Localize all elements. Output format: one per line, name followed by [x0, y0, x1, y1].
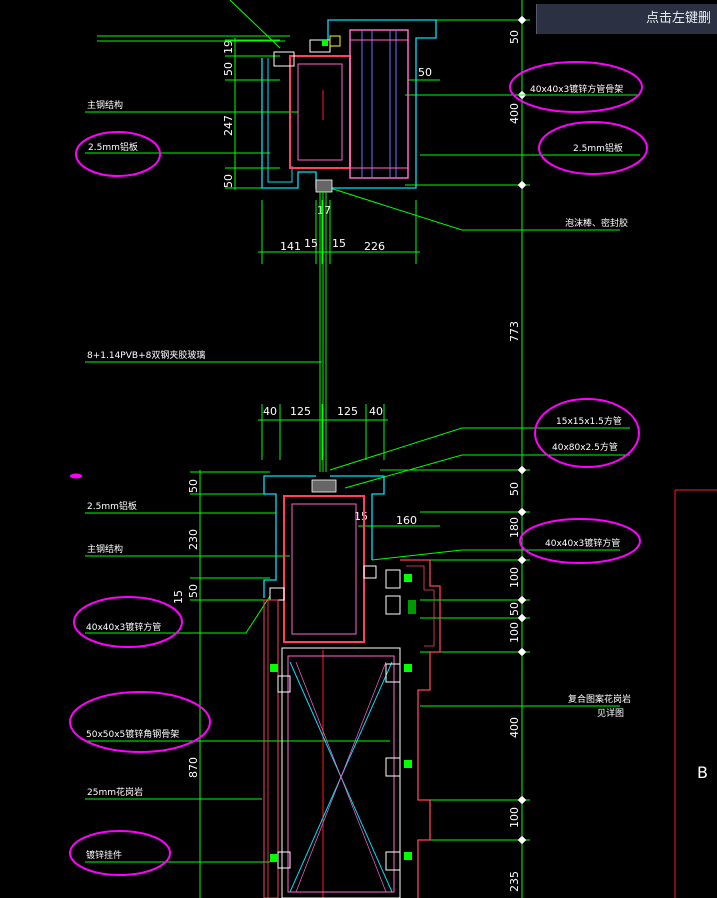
dim-right-235: 235: [508, 871, 521, 892]
dim-top-247: 247: [222, 115, 235, 136]
markup-ellipse-al-panel-top-right[interactable]: [538, 121, 648, 175]
markup-ellipse-fastener[interactable]: [69, 830, 171, 876]
label-glass: 8+1.14PVB+8双钢夹胶玻璃: [87, 349, 205, 361]
label-main-steel-mid: 主钢结构: [87, 543, 123, 555]
dim-right-400: 400: [508, 103, 521, 124]
top-beam-section: [261, 19, 437, 193]
dim-top-15b: 15: [332, 237, 346, 250]
label-main-steel-top: 主钢结构: [87, 99, 123, 111]
dim-low-50b: 50: [187, 584, 200, 598]
lower-al-panel-outline: [263, 475, 316, 598]
dim-mid-40b: 40: [369, 405, 383, 418]
dim-right-50: 50: [508, 30, 521, 44]
dim-mid-125a: 125: [290, 405, 311, 418]
dim-mid-125b: 125: [337, 405, 358, 418]
dim-low-230: 230: [187, 529, 200, 550]
dim-right-50b: 50: [508, 482, 521, 496]
markup-ellipse-al-panel-top-left[interactable]: [75, 131, 161, 177]
right-dimension-chain: [380, 0, 530, 898]
dim-mid-40a: 40: [263, 405, 277, 418]
label-al-panel-top-right: 2.5mm铝板: [573, 142, 623, 154]
dim-right-100c: 100: [508, 807, 521, 828]
delete-hint-tooltip: 点击左键删: [536, 4, 717, 34]
label-angle-50: 50x50x5镀锌角钢骨架: [86, 728, 179, 740]
markup-ellipse-tube-40-right[interactable]: [519, 518, 641, 564]
dim-low-870: 870: [187, 757, 200, 778]
lower-beam-section: [263, 475, 441, 898]
label-tube-40-left: 40x40x3镀锌方管: [86, 621, 161, 633]
dim-right-773: 773: [508, 321, 521, 342]
label-al-panel-mid-left: 2.5mm铝板: [87, 500, 137, 512]
glass-pane: [319, 192, 327, 472]
label-stone-25: 25mm花岗岩: [87, 786, 143, 798]
label-fastener: 镀锌挂件: [86, 849, 122, 861]
top-al-panel-outline: [261, 19, 437, 189]
granite-profile-right: [400, 559, 441, 898]
dim-top-226: 226: [364, 240, 385, 253]
dim-low-15: 15: [172, 590, 185, 604]
dim-right-100b: 100: [508, 622, 521, 643]
section-letter-b: B: [697, 763, 708, 782]
markup-dot: [70, 473, 82, 479]
label-foam-sealant: 泡沫棒、密封胶: [565, 217, 628, 229]
markup-ellipse-angle-50[interactable]: [69, 691, 211, 753]
dim-top-15a: 15: [304, 237, 318, 250]
label-see-drawing: 见详图: [597, 707, 624, 719]
markup-ellipses: [69, 61, 648, 876]
label-tube-40-right: 40x40x3镀锌方管: [545, 537, 620, 549]
label-tube-15: 15x15x1.5方管: [556, 415, 622, 427]
top-steel-beam: [289, 55, 351, 169]
adjacent-elevation-outline: [674, 489, 717, 898]
top-tube-frame: [349, 29, 409, 179]
dim-right-180: 180: [508, 517, 521, 538]
markup-ellipse-tubes-mid-right[interactable]: [534, 398, 640, 468]
dim-low-50: 50: [187, 479, 200, 493]
markup-ellipse-tube-40-left[interactable]: [73, 596, 183, 648]
dim-top-50b: 50: [222, 174, 235, 188]
dim-right-400b: 400: [508, 717, 521, 738]
dim-right-50c: 50: [508, 602, 521, 616]
lower-steel-beam: [283, 495, 365, 643]
label-granite-line: 复合图案花岗岩: [568, 693, 631, 705]
top-horizontal-dimension: [258, 200, 420, 264]
angle-steel-frame: [281, 647, 401, 898]
dim-top-141: 141: [280, 240, 301, 253]
dim-top-50c: 50: [418, 66, 432, 79]
dim-top-19: 19: [222, 40, 235, 54]
dim-top-50a: 50: [222, 62, 235, 76]
dim-low-160: 160: [396, 514, 417, 527]
dim-top-17: 17: [317, 204, 331, 217]
label-tube-frame-top: 40x40x3镀锌方管骨架: [530, 83, 623, 95]
label-al-panel-top-left: 2.5mm铝板: [88, 141, 138, 153]
lower-left-dimension-chain: [190, 470, 440, 898]
stone-cladding-left: [263, 599, 279, 898]
label-tube-40x80: 40x80x2.5方管: [552, 441, 618, 453]
dim-right-100a: 100: [508, 567, 521, 588]
leader-lines: [85, 0, 640, 863]
right-dimension-ticks: [517, 15, 527, 845]
markup-ellipse-tube-frame-top[interactable]: [509, 61, 643, 113]
